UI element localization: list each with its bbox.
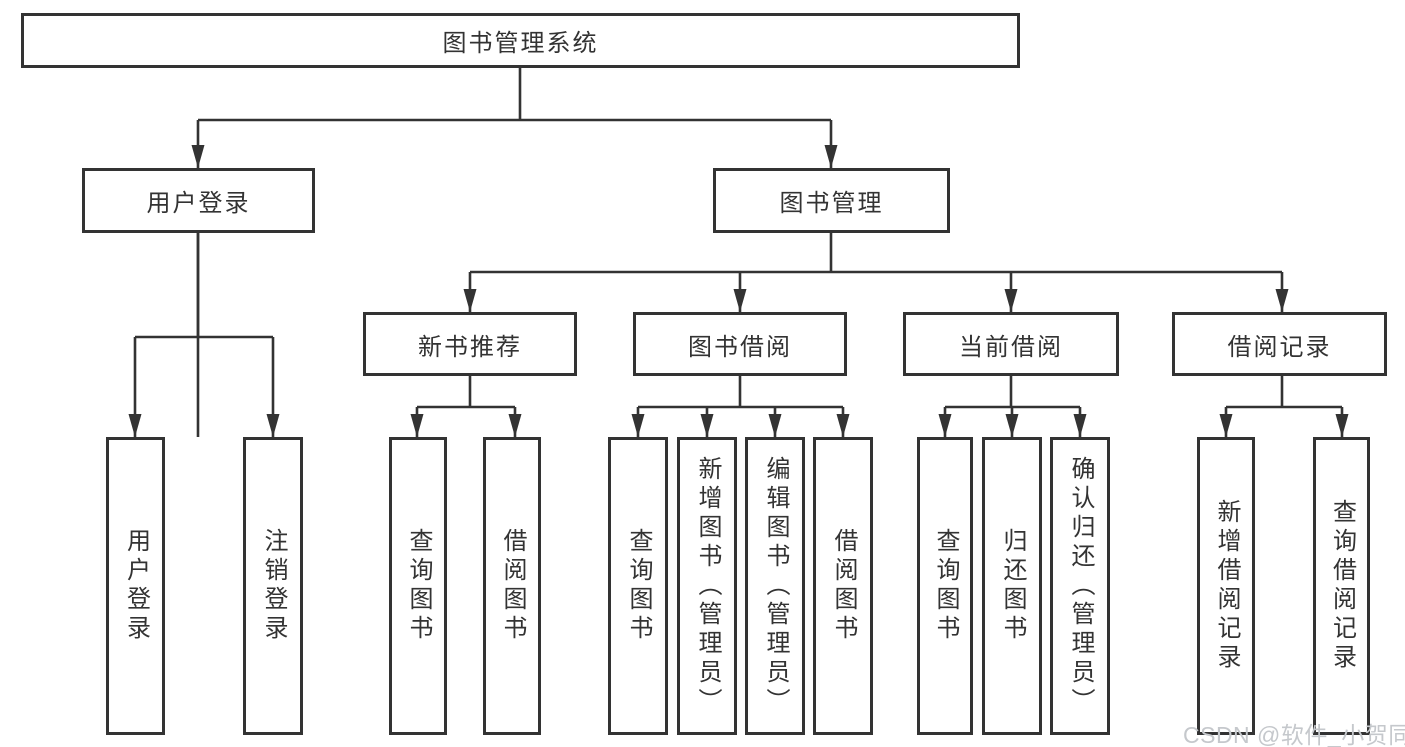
node-new-book-recommend: 新书推荐 xyxy=(363,312,577,376)
node-label: 借阅记录 xyxy=(1227,333,1332,361)
leaf-query-books: 查询图书 xyxy=(608,437,668,735)
node-label: 借阅图书 xyxy=(499,528,526,644)
node-user-login: 用户登录 xyxy=(82,168,315,233)
leaf-borrow-books-recommend: 借阅图书 xyxy=(483,437,541,735)
node-label: 新书推荐 xyxy=(418,333,522,361)
node-label: 归还图书 xyxy=(999,528,1026,644)
node-label: 注销登录 xyxy=(260,528,287,644)
node-label: 查询借阅记录 xyxy=(1328,499,1356,673)
leaf-user-login: 用户登录 xyxy=(106,437,165,735)
node-borrow-records: 借阅记录 xyxy=(1172,312,1387,376)
node-library-management-system: 图书管理系统 xyxy=(21,13,1020,68)
node-label: 新增图书（管理员） xyxy=(694,455,721,717)
node-label: 图书管理 xyxy=(779,190,884,217)
connector-root-to-level2 xyxy=(196,68,833,437)
leaf-logout: 注销登录 xyxy=(243,437,303,735)
leaf-edit-books-admin: 编辑图书（管理员） xyxy=(745,437,805,735)
connector-current-borrow-split xyxy=(938,376,1087,437)
leaf-confirm-return-admin: 确认归还（管理员） xyxy=(1050,437,1110,735)
node-label: 当前借阅 xyxy=(959,333,1063,361)
leaf-add-books-admin: 新增图书（管理员） xyxy=(677,437,737,735)
connector-book-mgmt-to-level3 xyxy=(463,233,1289,312)
csdn-watermark: CSDN @软件_小贺同学 xyxy=(1183,722,1405,747)
node-book-management: 图书管理 xyxy=(713,168,950,233)
node-label: 图书管理系统 xyxy=(442,30,599,57)
node-label: 借阅图书 xyxy=(830,528,857,644)
node-book-borrow: 图书借阅 xyxy=(633,312,847,376)
node-label: 编辑图书（管理员） xyxy=(762,455,789,717)
node-label: 查询图书 xyxy=(625,528,652,644)
leaf-add-borrow-record: 新增借阅记录 xyxy=(1197,437,1255,735)
node-label: 确认归还（管理员） xyxy=(1067,455,1094,717)
leaf-query-books-recommend: 查询图书 xyxy=(389,437,447,735)
node-label: 查询图书 xyxy=(405,528,432,644)
node-label: 查询图书 xyxy=(932,528,959,644)
leaf-query-borrow-record: 查询借阅记录 xyxy=(1313,437,1370,735)
node-current-borrow: 当前借阅 xyxy=(903,312,1119,376)
connector-user-login-split xyxy=(128,145,838,437)
node-label: 图书借阅 xyxy=(688,333,792,361)
node-label: 用户登录 xyxy=(146,190,251,217)
connector-new-books-split xyxy=(410,376,522,437)
leaf-return-books: 归还图书 xyxy=(982,437,1042,735)
node-label: 用户登录 xyxy=(122,528,150,644)
leaf-borrow-books: 借阅图书 xyxy=(813,437,873,735)
node-label: 新增借阅记录 xyxy=(1213,499,1240,673)
connector-borrow-records-split xyxy=(1219,376,1349,437)
connector-book-borrow-split xyxy=(631,376,850,437)
leaf-query-books-current: 查询图书 xyxy=(917,437,973,735)
